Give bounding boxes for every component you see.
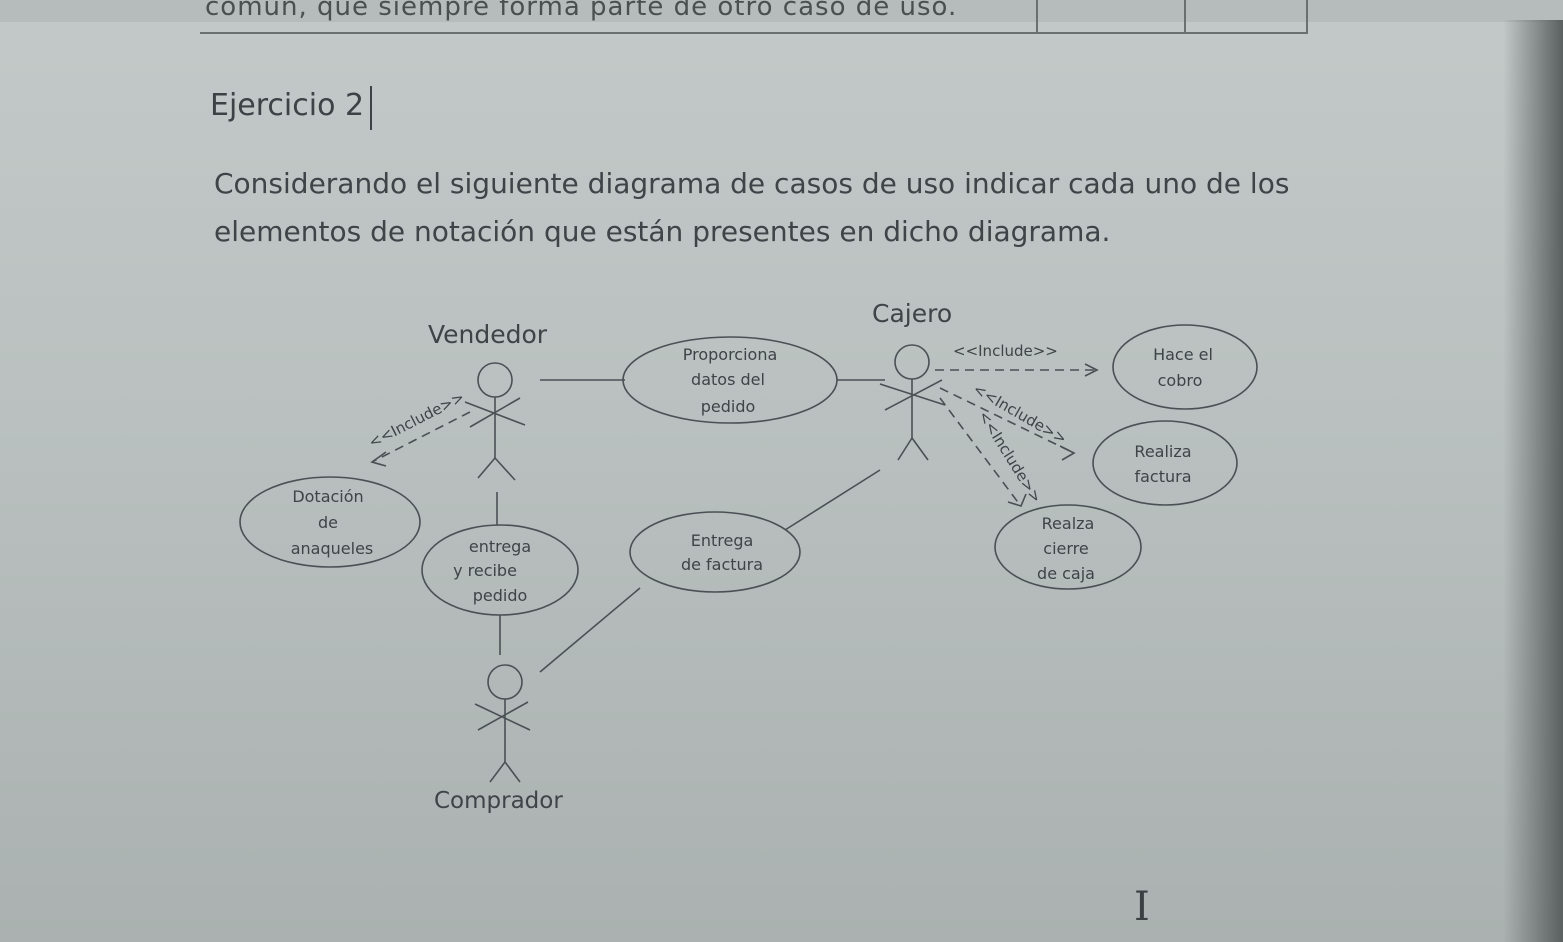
usecase-realiza-cierre-line3: de caja xyxy=(1037,564,1095,583)
top-partial-text: común, que siempre forma parte de otro c… xyxy=(205,0,958,22)
usecase-hace-cobro-line1: Hace el xyxy=(1153,345,1213,364)
include-label-vendedor-dotacion: <<Include>> xyxy=(366,388,468,452)
table-cell-divider xyxy=(1036,0,1038,34)
usecase-entrega-recibe-line3: pedido xyxy=(473,586,528,605)
text-cursor xyxy=(370,86,372,130)
table-remnant: común, que siempre forma parte de otro c… xyxy=(0,0,1563,22)
usecase-realiza-factura-line1: Realiza xyxy=(1134,442,1191,461)
actor-label-cajero: Cajero xyxy=(872,299,952,328)
screen-edge-shadow xyxy=(1503,20,1563,942)
usecase-hace-cobro-line2: cobro xyxy=(1158,371,1203,390)
table-cell-divider xyxy=(1306,0,1308,34)
usecase-dotacion-line2: de xyxy=(318,513,338,532)
usecase-realiza-cierre-line1: Realza xyxy=(1042,514,1095,533)
usecase-entrega-factura-line1: Entrega xyxy=(691,531,754,550)
usecase-dotacion-line1: Dotación xyxy=(292,487,363,506)
usecase-hace-cobro xyxy=(1112,324,1258,410)
mouse-ibeam-cursor: I xyxy=(1134,884,1150,930)
vendedor-actor-figure xyxy=(464,362,526,481)
usecase-realiza-cierre-line2: cierre xyxy=(1043,539,1088,558)
exercise-paragraph: Considerando el siguiente diagrama de ca… xyxy=(214,167,1290,248)
table-cell-divider xyxy=(1184,0,1186,34)
actor-label-vendedor: Vendedor xyxy=(428,320,548,349)
usecase-proporciona-line2: datos del xyxy=(691,370,765,389)
usecase-proporciona-line1: Proporciona xyxy=(683,345,778,364)
usecase-entrega-recibe-line1: entrega xyxy=(469,537,531,556)
usecase-entrega-recibe-line2: y recibe xyxy=(453,561,517,580)
usecase-dotacion xyxy=(239,476,421,568)
usecase-proporciona-line3: pedido xyxy=(701,397,756,416)
actor-label-comprador: Comprador xyxy=(434,788,563,814)
exercise-heading: Ejercicio 2 xyxy=(210,88,365,123)
usecase-realiza-factura-line2: factura xyxy=(1134,467,1191,486)
comprador-actor-figure xyxy=(474,664,531,783)
usecase-realiza-cierre xyxy=(994,504,1142,590)
cajero-actor-figure xyxy=(879,344,946,461)
usecase-entrega-factura xyxy=(629,511,801,593)
usecase-entrega-factura-line2: de factura xyxy=(681,555,763,574)
include-label-cajero-cobro: <<Include>> xyxy=(953,342,1058,360)
usecase-realiza-factura xyxy=(1092,420,1238,506)
table-border xyxy=(200,32,1308,34)
usecase-dotacion-line3: anaqueles xyxy=(291,539,374,558)
